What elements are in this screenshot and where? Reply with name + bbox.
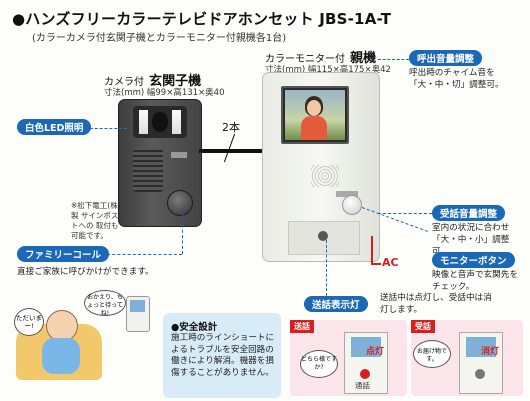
led-light-right (172, 110, 181, 134)
camera-unit-dims: 寸法(mm) 幅99×高131×奥40 (104, 88, 225, 98)
receive-lamp-label: 消灯 (481, 347, 500, 357)
cable-label: 2本 (222, 121, 240, 134)
send-lamp-caption: 通話 (355, 381, 370, 390)
call-volume-leader (378, 59, 409, 60)
camera-unit-name: 玄関子機 (149, 74, 202, 89)
monitor-unit-heading: カラーモニター付 親機 (265, 47, 376, 66)
receive-tag: 受話 (411, 320, 435, 333)
mini-monitor-screen (130, 300, 145, 312)
call-volume-desc: 呼出時のチャイム音を「大・中・切」調整可。 (409, 68, 504, 90)
camera-unit-heading: カメラ付 玄関子機 (104, 70, 201, 89)
lower-panel (288, 221, 360, 255)
receive-panel: 受話 お届け物です。 消灯 (411, 320, 523, 396)
safety-desc: 施工時のラインショートによるトラブルを安全回路の働きにより解消。機器を損傷するこ… (171, 333, 275, 378)
monitor-model-plate (336, 191, 358, 197)
receive-monitor-screen (466, 337, 496, 357)
monitor-button-label: モニターボタン (432, 252, 515, 268)
monitor-speaker (311, 165, 339, 187)
parent-bubble: おかえり、ちょっと待ってね! (84, 290, 126, 317)
talk-volume-leader (378, 213, 432, 214)
kid-body (42, 338, 80, 374)
monitor-unit-name: 親機 (350, 51, 377, 66)
call-volume-label: 呼出音量調整 (409, 50, 483, 66)
monitor-screen (281, 86, 349, 144)
send-monitor-screen (351, 337, 381, 357)
monitor-unit-dims: 寸法(mm) 幅115×高175×奥42 (265, 65, 391, 75)
monitor-button-desc: 映像と音声で玄関先をチェック。 (432, 270, 518, 292)
talk-lamp-device (318, 231, 328, 241)
ac-line (371, 236, 373, 264)
receive-lamp-off (475, 369, 485, 379)
send-tag: 送話 (290, 320, 314, 333)
cable (199, 149, 262, 153)
monitor-unit-prefix: カラーモニター付 (265, 54, 345, 65)
ac-line-horizontal (371, 263, 381, 265)
talk-volume-label: 受話音量調整 (432, 205, 506, 221)
talk-light-desc: 送話中は点灯し、受話中は消灯します。 (380, 293, 492, 315)
screen-image (285, 90, 345, 140)
talk-light-label: 送話表示灯 (304, 296, 368, 312)
safety-title: ●安全設計 (171, 322, 218, 333)
receive-bubble: お届け物です。 (413, 340, 451, 368)
talk-light-leader (326, 240, 327, 296)
ac-label: AC (382, 256, 399, 269)
led-label: 白色LED照明 (17, 119, 92, 135)
camera-unit-prefix: カメラ付 (104, 77, 144, 88)
family-call-label: ファミリーコール (17, 246, 110, 262)
cable-pointer (223, 133, 236, 163)
mini-monitor (126, 296, 150, 332)
safety-box: ●安全設計 施工時のラインショートによるトラブルを安全回路の働きにより解消。機器… (163, 313, 281, 398)
call-button[interactable] (167, 190, 193, 216)
send-panel: 送話 どちら様ですか? 通話 点灯 (290, 320, 407, 396)
family-call-leader-v (182, 214, 183, 254)
family-call-leader (102, 254, 182, 255)
speaker-grille (133, 148, 163, 192)
camera-unit-device (118, 99, 202, 227)
camera-lens (152, 112, 168, 132)
visitor-body (301, 116, 327, 140)
name-plate (171, 152, 187, 158)
monitor-button-device[interactable] (342, 195, 362, 215)
led-leader-line (85, 128, 127, 129)
visitor-face (307, 100, 321, 116)
family-call-desc: 直接ご家族に呼びかけができます。 (17, 267, 154, 277)
post-note: ※松下電工(株)製 サインポストへの 取付も可能です。 (71, 201, 121, 240)
page-title: ●ハンズフリーカラーテレビドアホンセット JBS-1A-T (12, 10, 392, 28)
family-scene: ただいまー! おかえり、ちょっと待ってね! (12, 288, 152, 396)
kid-bubble: ただいまー! (14, 308, 44, 336)
send-lamp-lit (360, 369, 370, 379)
page-subtitle: (カラーカメラ付玄関子機とカラーモニター付親機各1台) (32, 33, 287, 44)
send-monitor: 通話 (344, 332, 388, 394)
send-lamp-label: 点灯 (366, 347, 385, 357)
monitor-unit-device (262, 72, 380, 262)
receive-monitor (459, 332, 503, 394)
led-light-left (139, 110, 148, 134)
send-bubble: どちら様ですか? (300, 350, 338, 378)
